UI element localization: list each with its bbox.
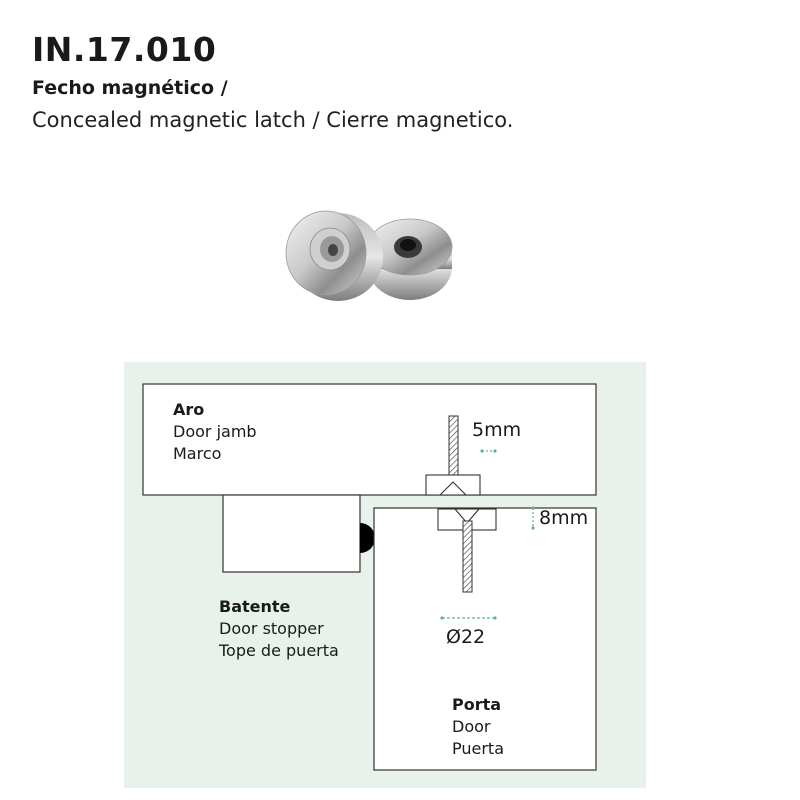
door-screw xyxy=(462,520,473,593)
jamb-screw xyxy=(448,415,459,479)
jamb-magnet-housing xyxy=(425,474,481,496)
door-line1: Door xyxy=(452,717,491,736)
door-jamb-line1: Door jamb xyxy=(173,422,257,441)
diameter-label: Ø22 xyxy=(446,626,486,648)
door-stopper-label: Batente Door stopper Tope de puerta xyxy=(219,596,339,662)
door-stopper-title: Batente xyxy=(219,597,291,616)
title-portuguese: Fecho magnético / xyxy=(32,77,228,99)
left-magnet-ring xyxy=(285,210,383,301)
product-photo xyxy=(270,195,470,325)
door-jamb-title: Aro xyxy=(173,400,205,419)
door-line2: Puerta xyxy=(452,739,505,758)
door-jamb-label: Aro Door jamb Marco xyxy=(173,399,257,465)
screw-width-label: 5mm xyxy=(472,419,522,441)
diagram-drawing xyxy=(124,362,646,788)
product-code: IN.17.010 xyxy=(32,30,217,69)
installation-diagram: Aro Door jamb Marco Batente Door stopper… xyxy=(124,362,646,788)
magnet-rings-image xyxy=(285,210,453,301)
title-english-spanish: Concealed magnetic latch / Cierre magnet… xyxy=(32,108,514,132)
door-stopper-shape xyxy=(222,494,361,573)
door-shape xyxy=(373,507,597,771)
door-jamb-line2: Marco xyxy=(173,444,222,463)
door-stopper-line2: Tope de puerta xyxy=(219,641,339,660)
door-stopper-line1: Door stopper xyxy=(219,619,324,638)
door-title: Porta xyxy=(452,695,502,714)
bumper-shape xyxy=(360,523,375,553)
depth-label: 8mm xyxy=(539,507,589,529)
door-jamb-shape xyxy=(142,383,597,496)
door-label: Porta Door Puerta xyxy=(452,694,504,760)
